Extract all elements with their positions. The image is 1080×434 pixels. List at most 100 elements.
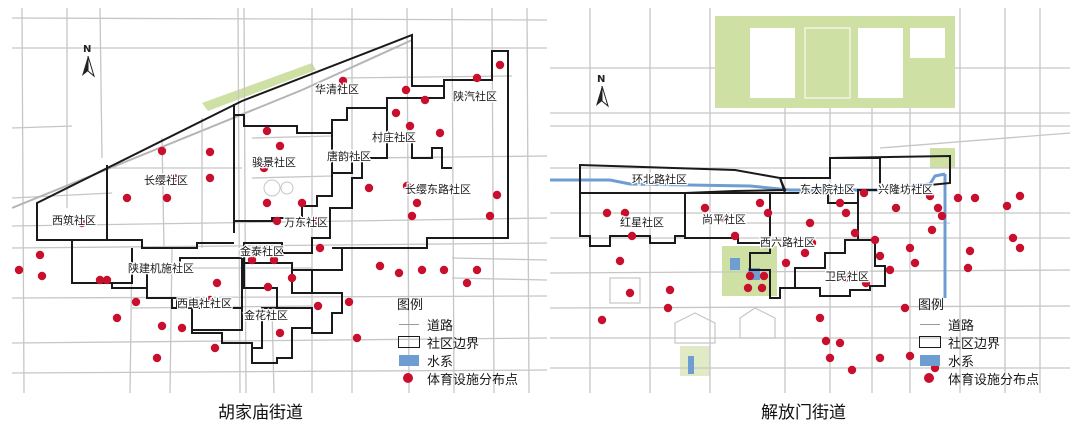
facility-point bbox=[102, 275, 112, 285]
facility-point bbox=[859, 188, 869, 198]
facility-dot-icon bbox=[918, 371, 942, 385]
left-map-caption: 胡家庙街道 bbox=[218, 403, 303, 423]
facility-point bbox=[262, 198, 272, 208]
community-label: 陕汽社区 bbox=[453, 89, 497, 103]
water-channel bbox=[550, 172, 947, 298]
legend-label: 道路 bbox=[427, 318, 454, 334]
left-facility-points bbox=[14, 60, 505, 363]
facility-point bbox=[435, 128, 445, 138]
facility-point bbox=[157, 146, 167, 156]
community-label: 红星社区 bbox=[620, 215, 664, 229]
facility-point bbox=[375, 261, 385, 271]
facility-point bbox=[77, 218, 87, 228]
legend-label: 道路 bbox=[948, 318, 975, 334]
facility-point bbox=[861, 278, 871, 288]
legend-label: 体育设施分布点 bbox=[427, 372, 519, 388]
legend-title: 图例 bbox=[918, 298, 945, 313]
boundary-rect-icon bbox=[919, 336, 941, 348]
facility-point bbox=[900, 303, 910, 313]
green-strip bbox=[202, 63, 316, 111]
facility-point bbox=[840, 273, 850, 283]
facility-point bbox=[875, 251, 885, 261]
community-boundaries bbox=[36, 33, 509, 364]
facility-point bbox=[663, 303, 673, 313]
facility-point bbox=[401, 85, 411, 95]
community-label: 西电社社区 bbox=[177, 296, 232, 310]
facility-point bbox=[95, 275, 105, 285]
facility-point bbox=[407, 211, 417, 221]
legend-label: 体育设施分布点 bbox=[948, 372, 1040, 388]
facility-point bbox=[930, 363, 940, 373]
facility-point bbox=[665, 285, 675, 295]
facility-point bbox=[297, 198, 307, 208]
facility-point bbox=[807, 238, 817, 248]
facility-point bbox=[841, 208, 851, 218]
facility-point bbox=[344, 297, 354, 307]
legend-title: 图例 bbox=[397, 298, 424, 313]
facility-point bbox=[112, 313, 122, 323]
legend-row-facility: 体育设施分布点 bbox=[397, 369, 519, 388]
facility-point bbox=[352, 333, 362, 343]
facility-point bbox=[472, 73, 482, 83]
facility-point bbox=[177, 323, 187, 333]
facility-point bbox=[364, 183, 374, 193]
facility-point bbox=[963, 263, 973, 273]
north-arrow-icon: N bbox=[594, 74, 610, 108]
facility-point bbox=[14, 265, 24, 275]
facility-point bbox=[835, 198, 845, 208]
facility-point bbox=[472, 265, 482, 275]
facility-point bbox=[757, 283, 767, 293]
legend-row-road: 道路 bbox=[397, 315, 518, 334]
facility-point bbox=[313, 216, 323, 226]
community-label: 西筑社区 bbox=[52, 213, 96, 227]
facility-point bbox=[745, 271, 755, 281]
facility-point bbox=[620, 208, 630, 218]
facility-point bbox=[627, 231, 637, 241]
facility-point bbox=[825, 353, 835, 363]
community-label: 唐韵社区 bbox=[327, 149, 371, 163]
facility-point bbox=[412, 198, 422, 208]
facility-point bbox=[205, 147, 215, 157]
facility-point bbox=[35, 250, 45, 260]
right-map-panel: 环北路社区 红星社区 尚平社区 东大院社区 兴隆坊社区 西六路社区 卫民社区 N… bbox=[550, 8, 1070, 393]
community-label: 西六路社区 bbox=[760, 235, 815, 249]
facility-point bbox=[402, 181, 412, 191]
facility-point bbox=[891, 203, 901, 213]
facility-point bbox=[1002, 201, 1012, 211]
north-label: N bbox=[597, 74, 606, 85]
facility-point bbox=[313, 301, 323, 311]
north-arrow-icon: N bbox=[80, 44, 96, 78]
facility-point bbox=[885, 265, 895, 275]
facility-point bbox=[597, 315, 607, 325]
facility-point bbox=[625, 288, 635, 298]
facility-point bbox=[925, 191, 935, 201]
facility-point bbox=[937, 211, 947, 221]
facility-point bbox=[759, 271, 769, 281]
facility-point bbox=[933, 203, 943, 213]
facility-point bbox=[927, 225, 937, 235]
facility-point bbox=[910, 258, 920, 268]
road-network bbox=[550, 8, 1070, 393]
community-label: 东大院社区 bbox=[800, 182, 855, 196]
facility-point bbox=[492, 190, 502, 200]
facility-point bbox=[743, 283, 753, 293]
community-label: 骏景社区 bbox=[252, 155, 296, 169]
facility-point bbox=[262, 126, 272, 136]
facility-point bbox=[417, 265, 427, 275]
community-label: 陕建机施社区 bbox=[128, 261, 194, 275]
facility-point bbox=[247, 255, 257, 265]
facility-point bbox=[495, 60, 505, 70]
legend-row-boundary: 社区边界 bbox=[918, 333, 1039, 352]
facility-point bbox=[953, 193, 963, 203]
facility-point bbox=[338, 76, 348, 86]
facility-point bbox=[1015, 243, 1025, 253]
facility-point bbox=[755, 198, 765, 208]
facility-point bbox=[730, 231, 740, 241]
facility-point bbox=[965, 246, 975, 256]
facility-point bbox=[870, 235, 880, 245]
green-spaces bbox=[680, 16, 955, 376]
facility-point bbox=[205, 173, 215, 183]
facility-point bbox=[763, 208, 773, 218]
facility-point bbox=[821, 336, 831, 346]
legend-row-water: 水系 bbox=[397, 351, 518, 370]
